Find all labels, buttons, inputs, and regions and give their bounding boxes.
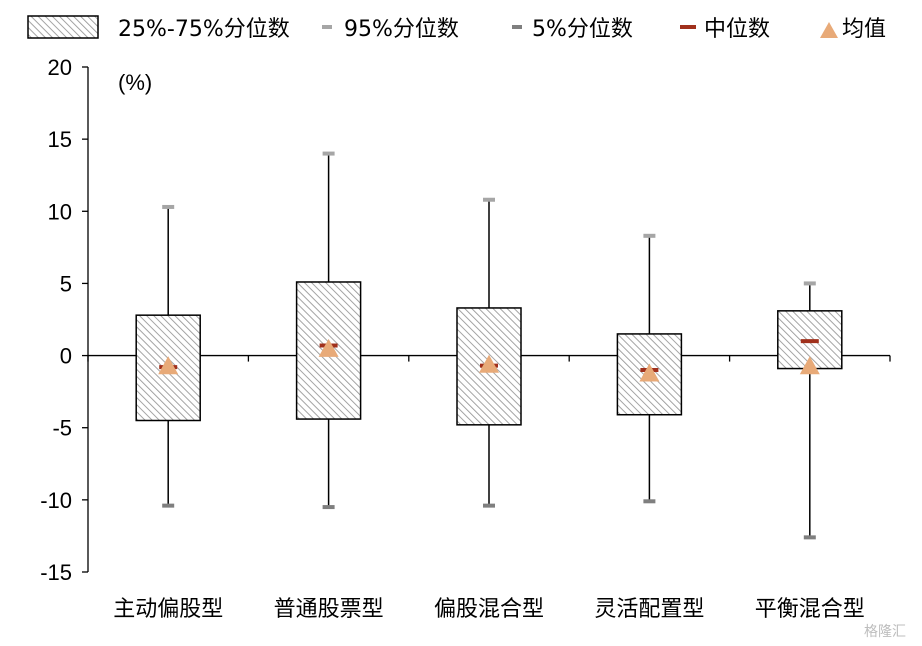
mean-marker	[639, 363, 660, 382]
y-unit-label: (%)	[118, 70, 152, 95]
y-tick-label: -5	[52, 416, 72, 441]
mean-marker	[318, 338, 339, 357]
y-tick-label: 10	[48, 199, 72, 224]
box-group	[295, 151, 362, 510]
y-tick-label: 15	[48, 127, 72, 152]
mean-marker	[158, 356, 179, 375]
box-group	[777, 281, 843, 540]
y-tick-label: 20	[48, 55, 72, 80]
legend-p5-label: 5%分位数	[532, 17, 633, 42]
legend-p95-label: 95%分位数	[344, 17, 459, 42]
legend-mean-label: 均值	[842, 17, 886, 42]
category-label: 主动偏股型	[113, 597, 223, 622]
y-tick-label: -15	[40, 560, 72, 585]
category-label: 偏股混合型	[434, 597, 544, 622]
legend-iqr-swatch	[27, 15, 99, 39]
legend-iqr-label: 25%-75%分位数	[118, 17, 290, 42]
mean-marker	[799, 356, 820, 375]
watermark-text: 格隆汇	[864, 624, 906, 640]
y-tick-label: -10	[40, 488, 72, 513]
y-tick-label: 5	[60, 271, 72, 296]
category-label: 灵活配置型	[594, 597, 704, 622]
y-axis: 20 15 10 5 0 -5 -10 -15	[40, 55, 89, 585]
category-label: 平衡混合型	[755, 597, 865, 622]
mean-marker	[479, 354, 499, 373]
boxes	[135, 151, 843, 540]
category-labels: 主动偏股型 普通股票型 偏股混合型 灵活配置型 平衡混合型	[113, 597, 865, 622]
box-group	[456, 197, 522, 508]
y-tick-label: 0	[60, 344, 72, 369]
legend-median-label: 中位数	[704, 17, 770, 42]
legend-mean-marker	[820, 22, 838, 38]
category-label: 普通股票型	[274, 597, 384, 622]
box-group	[616, 233, 683, 504]
legend: 25%-75%分位数 95%分位数 5%分位数 中位数 均值	[27, 15, 886, 42]
box-group	[135, 204, 201, 508]
